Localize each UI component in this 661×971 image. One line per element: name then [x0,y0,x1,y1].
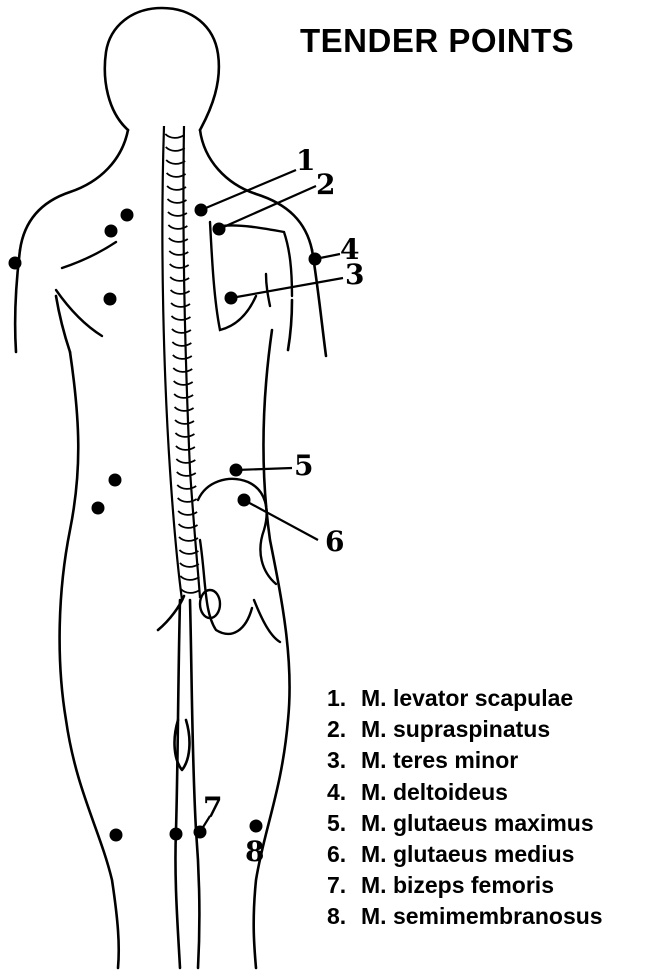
vertebra [166,147,185,151]
vertebra [171,290,190,294]
legend-muscle: M. glutaeus medius [361,839,574,870]
legend-number: 1. [327,683,361,714]
legend-muscle: M. supraspinatus [361,714,550,745]
vertebra [181,589,200,593]
legend-number: 7. [327,870,361,901]
legend-item: 7.M. bizeps femoris [327,870,603,901]
legend-muscle: M. bizeps femoris [361,870,554,901]
legend-number: 6. [327,839,361,870]
tender-point-dot [9,257,22,270]
tender-point-dot [104,293,117,306]
vertebra [176,459,195,463]
vertebra [180,563,199,567]
muscle-legend: 1.M. levator scapulae 2.M. supraspinatus… [327,683,603,933]
legend-muscle: M. levator scapulae [361,683,573,714]
scapula-right [210,222,292,330]
vertebra [175,407,194,411]
legend-muscle: M. glutaeus maximus [361,808,594,839]
tender-point-dot [92,502,105,515]
legend-muscle: M. teres minor [361,745,518,776]
vertebra [171,316,190,320]
tender-point-dot [250,820,263,833]
vertebra [171,303,190,307]
legend-number: 8. [327,901,361,932]
callout-4: 4 [340,233,359,266]
tender-point-dot [230,464,243,477]
vertebra [172,342,191,346]
vertebra [177,485,196,489]
vertebra [178,498,197,502]
tender-point-dot [213,223,226,236]
legend-number: 2. [327,714,361,745]
tender-point-dot [105,225,118,238]
page-title: TENDER POINTS [300,22,574,60]
tender-point-dot [121,209,134,222]
tender-point-dot [194,826,207,839]
vertebra [174,394,193,398]
vertebra [177,472,196,476]
vertebra [172,329,191,333]
legend-item: 4.M. deltoideus [327,777,603,808]
callout-2: 2 [316,168,335,201]
tender-point-dot [195,204,208,217]
vertebra [180,576,199,580]
legend-item: 8.M. semimembranosus [327,901,603,932]
vertebra [169,238,188,242]
legend-item: 6.M. glutaeus medius [327,839,603,870]
vertebra [176,446,195,450]
vertebra [165,134,184,138]
vertebra [173,368,192,372]
callout-7: 7 [203,791,222,824]
vertebra [170,277,189,281]
legend-number: 4. [327,777,361,808]
callout-6: 6 [325,525,344,558]
vertebra [173,355,192,359]
vertebra [174,381,193,385]
callout-5: 5 [294,449,313,482]
vertebra [175,433,194,437]
callout-8: 8 [245,835,264,868]
tender-point-dot [238,494,251,507]
vertebra [178,511,197,515]
tender-point-dot [109,474,122,487]
vertebra [169,251,188,255]
legend-item: 5.M. glutaeus maximus [327,808,603,839]
vertebra [175,420,194,424]
scapula-left [56,242,116,336]
tender-point-dot [225,292,238,305]
legend-item: 2.M. supraspinatus [327,714,603,745]
tender-point-dot [309,253,322,266]
tender-point-dot [170,828,183,841]
spine [162,126,200,600]
callout-lines [200,170,343,832]
legend-number: 3. [327,745,361,776]
vertebra [170,264,189,268]
legend-muscle: M. semimembranosus [361,901,603,932]
tender-point-dot [110,829,123,842]
legend-item: 3.M. teres minor [327,745,603,776]
vertebra [166,160,185,164]
legend-number: 5. [327,808,361,839]
callout-1: 1 [296,144,315,177]
legend-item: 1.M. levator scapulae [327,683,603,714]
legend-muscle: M. deltoideus [361,777,508,808]
